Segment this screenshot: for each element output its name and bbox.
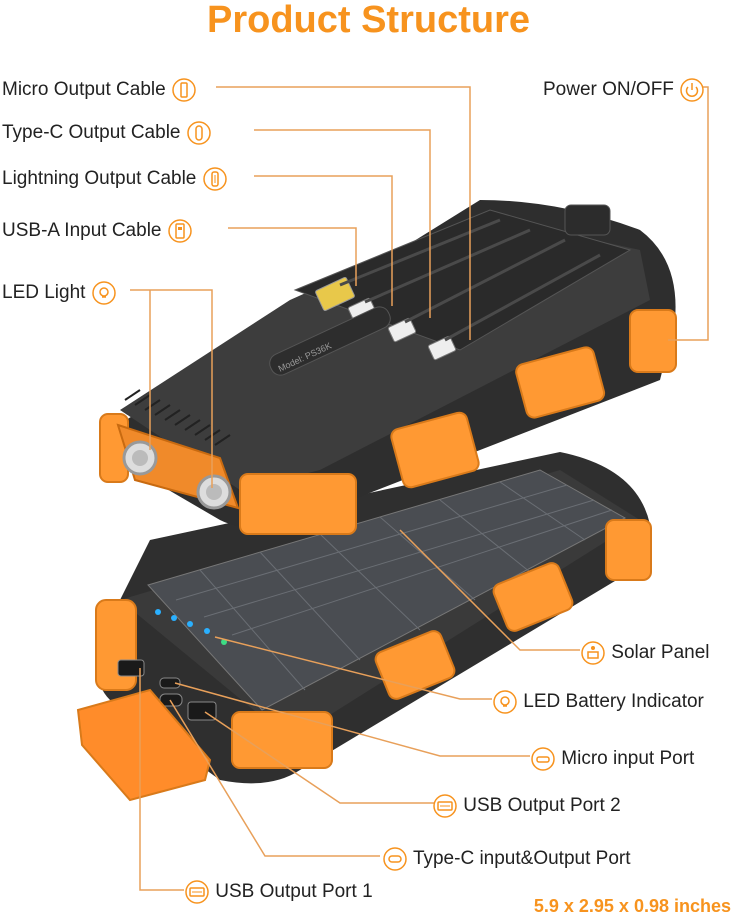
- usb-output-port-2-label: USB Output Port 2: [432, 793, 621, 819]
- led-light-head: [116, 423, 240, 510]
- bulb-icon: [91, 281, 116, 305]
- solar-panel-label: Solar Panel: [580, 640, 710, 666]
- bulb-icon: [493, 690, 517, 714]
- typec-port-label: Type-C input&Output Port: [382, 846, 631, 872]
- led-battery-indicators: [155, 609, 227, 645]
- typec-output-cable-label: Type-C Output Cable: [2, 120, 212, 146]
- top-power-bank: Model: PS36K: [99, 200, 677, 535]
- usba-input-cable-label: USB-A Input Cable: [2, 218, 193, 244]
- page-title: Product Structure: [206, 0, 531, 41]
- led-battery-indicator-label: LED Battery Indicator: [492, 689, 704, 715]
- led-light-label: LED Light: [2, 280, 117, 306]
- port-panel: [117, 659, 217, 721]
- micro-port-icon: [531, 747, 555, 771]
- micro-input-port-label: Micro input Port: [530, 746, 694, 772]
- dimensions-text: 5.9 x 2.95 x 0.98 inches: [533, 896, 731, 916]
- power-label: Power ON/OFF: [543, 77, 705, 103]
- solar-panel-icon: [581, 641, 605, 665]
- lightning-cable-icon: [202, 167, 227, 191]
- lightning-output-cable-label: Lightning Output Cable: [2, 166, 228, 192]
- typec-cable-icon: [187, 121, 211, 145]
- usb-output-port-1-label: USB Output Port 1: [184, 879, 373, 905]
- usb-port-icon: [185, 880, 209, 904]
- micro-cable-icon: [172, 78, 196, 102]
- usb-port-icon: [433, 794, 457, 818]
- micro-output-cable-label: Micro Output Cable: [2, 77, 197, 103]
- leader-lines: [130, 86, 709, 891]
- usba-cable-icon: [168, 219, 192, 243]
- power-icon: [680, 78, 704, 102]
- typec-port-icon: [383, 847, 407, 871]
